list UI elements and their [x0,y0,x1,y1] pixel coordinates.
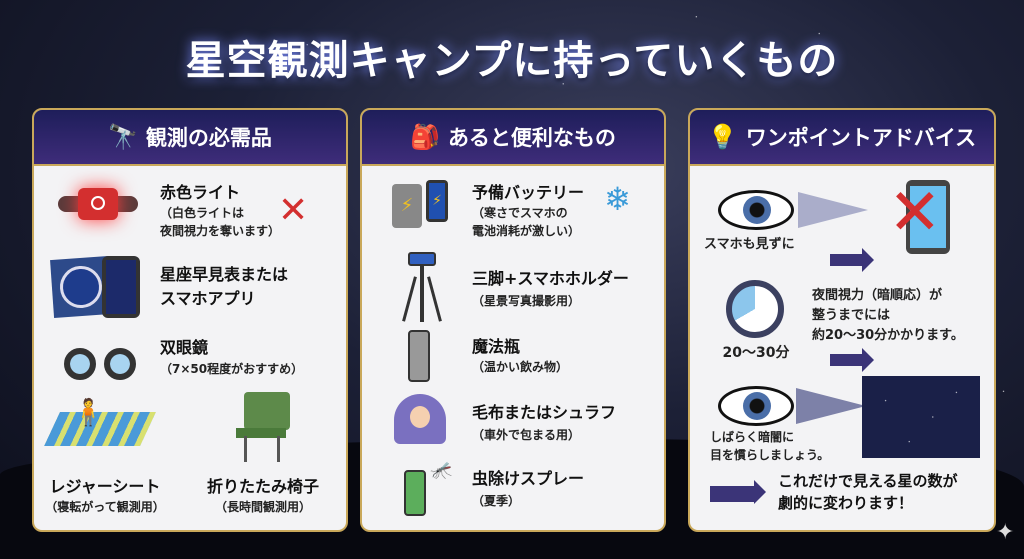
page-title: 星空観測キャンプに持っていくもの [185,38,839,84]
blanket-person-icon [394,394,446,444]
mosquito-icon: 🦟 [430,460,453,481]
sight-beam [796,388,866,424]
arrow-right-icon [710,480,766,504]
stopwatch-icon [726,280,784,338]
item-name: 赤色ライト [160,183,241,202]
item-note: （長時間観測用） [214,500,311,514]
panel-heading: ワンポイントアドバイス [745,126,977,150]
item-name: 毛布またはシュラフ [472,403,617,422]
item-note: （7×50程度がおすすめ） [160,362,304,376]
smartphone-icon [906,180,950,254]
snowflake-icon: ❄ [604,180,631,218]
panel-header: 🎒 あると便利なもの [362,110,664,166]
item-note: （温かい飲み物） [472,360,569,374]
power-bank-icon: ⚡ [392,184,422,228]
item-name: レジャーシート [49,477,161,496]
item-name: 星座早見表または [160,265,289,284]
arrow-right-icon [830,348,874,372]
thermos-icon [408,330,430,382]
binoculars-icon [64,338,136,382]
item-name: スマホアプリ [160,289,256,308]
cross-icon: ✕ [888,176,942,250]
item-name: 双眼鏡 [160,338,209,357]
headlamp-icon [58,178,138,238]
arrow-right-icon [830,248,874,272]
bug-spray-icon [404,470,426,516]
item-note: 電池消耗が激しい） [472,224,581,238]
item-note: （星景写真撮影用） [472,294,581,308]
result-text: これだけで見える星の数が [778,472,958,490]
item-name: 魔法瓶 [472,337,521,356]
item-note: （白色ライトは [160,206,245,220]
timer-label: 20〜30分 [722,345,790,361]
starry-sky-image [862,376,980,458]
smartphone-icon: ⚡ [426,180,448,222]
item-name: 折りたたみ椅子 [206,477,319,496]
panel-heading: 観測の必需品 [145,126,272,150]
item-note: （車外で包まる用） [472,428,581,442]
item-name: 虫除けスプレー [472,469,585,488]
explain-text: 整うまでには [812,308,891,323]
eye-icon [718,386,794,426]
advice-step-text: しばらく暗闇に [710,430,795,444]
panel-header: 🔭 観測の必需品 [34,110,346,166]
item-note: 夜間視力を奪います） [160,224,281,238]
item-name: 予備バッテリー [472,183,585,202]
panel-header: 💡 ワンポイントアドバイス [690,110,994,166]
explain-text: 夜間視力（暗順応）が [812,288,943,303]
panel-essentials: 🔭 観測の必需品 [32,108,348,532]
item-name: 三脚+スマホホルダー [472,269,629,288]
folding-chair-icon [226,392,296,464]
panel-useful: 🎒 あると便利なもの [360,108,666,532]
explain-text: 約20〜30分かかります。 [812,328,964,343]
advice-step-text: スマホも見ずに [704,237,795,252]
smartphone-icon [102,256,140,318]
telescope-icon: 🔭 [108,123,138,151]
sparkle-icon: ✦ [996,520,1015,545]
backpack-icon: 🎒 [410,123,440,151]
result-text: 劇的に変わります！ [778,494,914,512]
no-flashlight-icon: ✕ [278,190,309,231]
panel-heading: あると便利なもの [447,126,616,150]
lightbulb-icon: 💡 [707,123,738,151]
person-lying-icon: 🧍 [72,398,105,428]
item-note: （寝転がって観測用） [45,500,165,514]
sight-beam [798,192,868,228]
item-note: （寒さでスマホの [472,206,568,220]
item-note: （夏季） [472,494,521,508]
advice-step-text: 目を慣らしましょう。 [710,448,830,462]
tripod-icon [400,252,444,322]
eye-icon [718,190,794,230]
